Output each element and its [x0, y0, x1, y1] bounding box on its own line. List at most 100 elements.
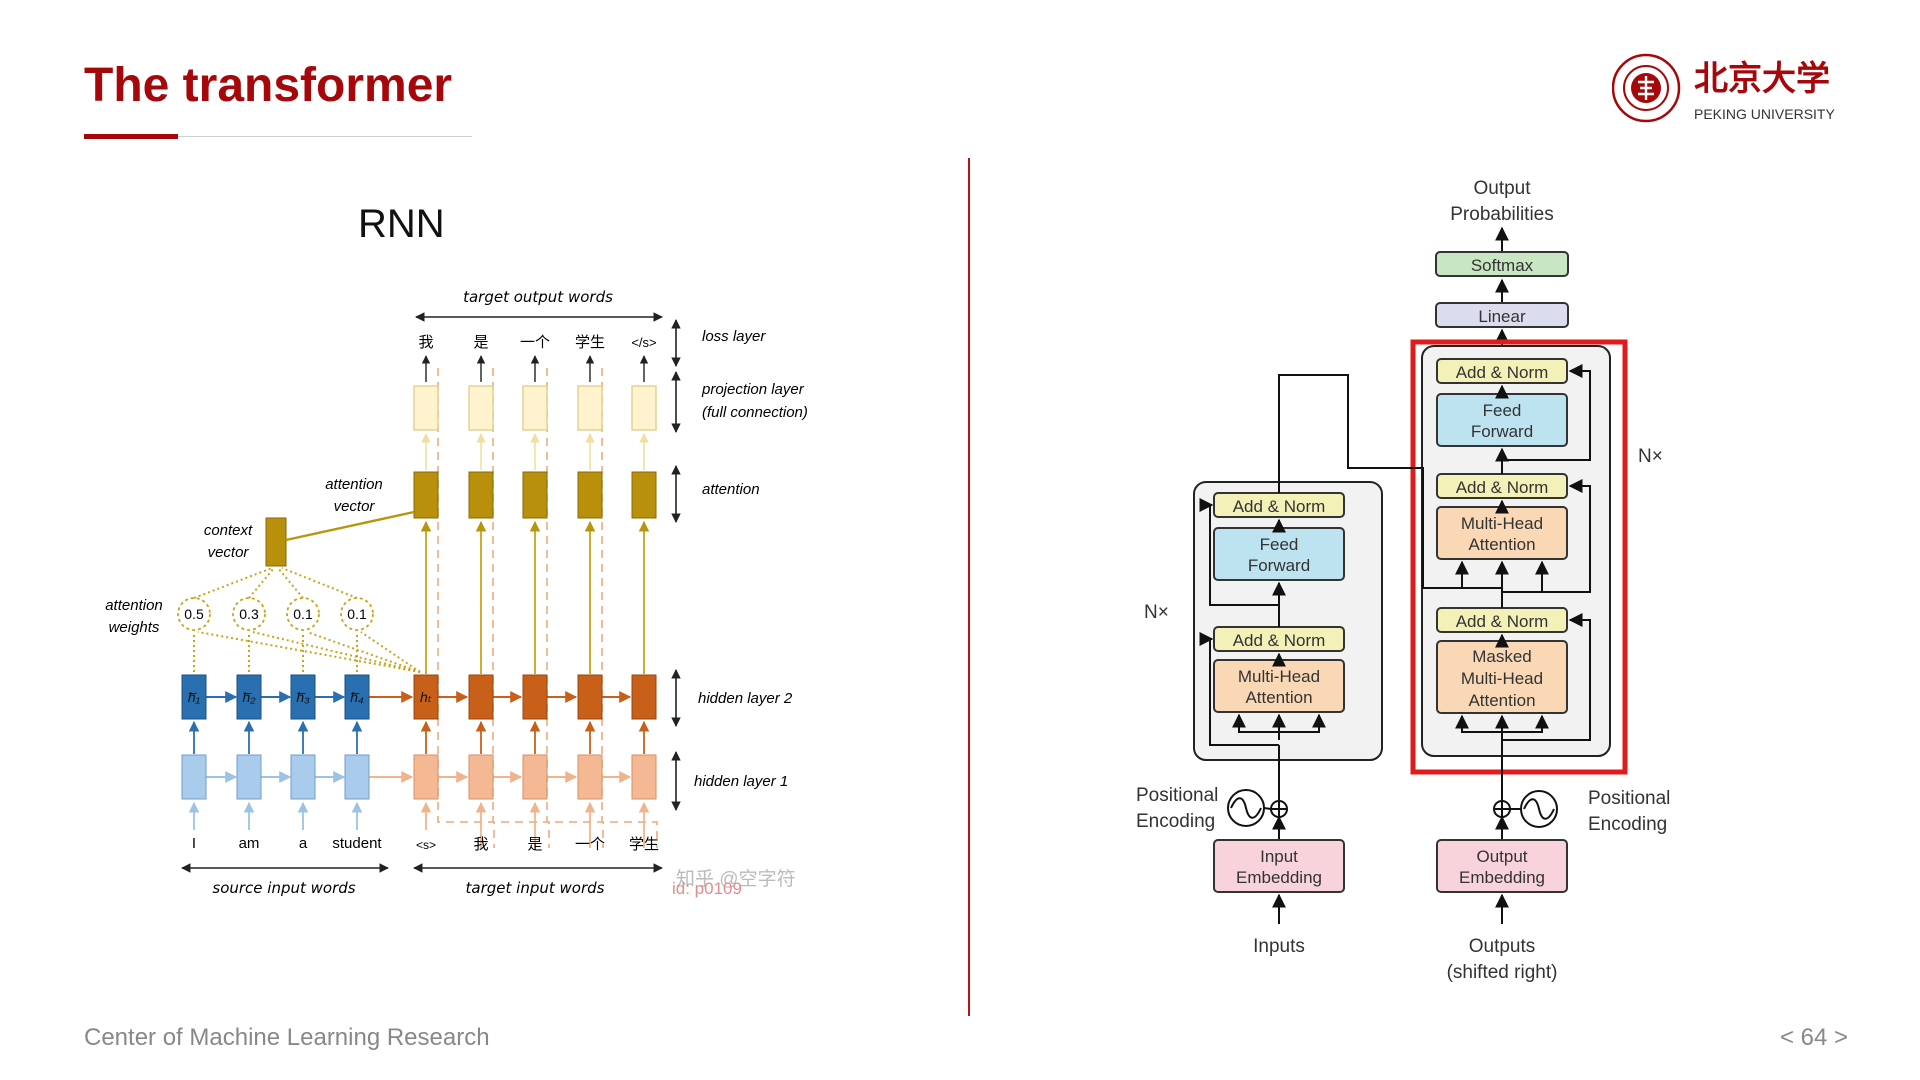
masked-mha-label: Multi-Head: [1461, 669, 1543, 688]
softmax-label: Softmax: [1471, 256, 1534, 275]
input-embedding-label: Embedding: [1236, 868, 1322, 887]
title-accent-bar: [84, 134, 178, 139]
softmax-block: [1435, 251, 1569, 277]
hidden-state-label: h̅₁: [188, 689, 201, 705]
target-output-word: 一个: [520, 334, 550, 351]
projection-layer-label: projection layer: [701, 381, 805, 398]
target-output-word: </s>: [631, 335, 656, 350]
decoder-hidden1-cell: [522, 754, 548, 800]
projection-cell: [631, 385, 657, 431]
attention-weights-label: attention: [105, 597, 163, 614]
decoder-hidden2-cell: [577, 674, 603, 720]
logo-cn-text: 北京大学: [1694, 59, 1830, 98]
attention-cell: [468, 471, 494, 519]
hidden-layer-1-label: hidden layer 1: [694, 773, 788, 790]
target-input-word: 我: [473, 836, 488, 853]
decoder-hidden1-cell: [631, 754, 657, 800]
output-embedding-label: Embedding: [1459, 868, 1545, 887]
attention-cell: [522, 471, 548, 519]
inputs-label: Inputs: [1253, 936, 1305, 957]
decoder-add-norm-label: Add & Norm: [1456, 478, 1549, 497]
hidden-state-label: h̅₂: [242, 689, 256, 705]
context-vector-cell: [265, 517, 287, 567]
attention-weights-label: weights: [109, 619, 160, 636]
target-output-header: target output words: [463, 288, 613, 306]
encoder-positional-encoding-label: Positional: [1136, 785, 1218, 806]
decoder-nx-label: N×: [1638, 446, 1663, 467]
attention-cell: [631, 471, 657, 519]
attention-vector-label: vector: [334, 498, 376, 515]
encoder-nx-label: N×: [1144, 602, 1169, 623]
projection-layer-label: (full connection): [702, 404, 808, 421]
output-embedding-label: Output: [1476, 847, 1527, 866]
encoder-add-norm-label: Add & Norm: [1233, 497, 1326, 516]
encoder-mha-label: Attention: [1245, 688, 1312, 707]
output-embedding-block: [1436, 839, 1568, 893]
context-vector-label: context: [204, 522, 253, 539]
decoder-highlight-box: [1410, 339, 1628, 775]
logo-en-text: PEKING UNIVERSITY: [1694, 106, 1835, 122]
attention-vector-label: attention: [325, 476, 383, 493]
attention-layer-label: attention: [702, 481, 760, 498]
projection-cell: [522, 385, 548, 431]
decoder-feed-forward-label: Forward: [1471, 422, 1533, 441]
watermark-id: id: p0109: [672, 879, 742, 898]
target-output-word: 我: [418, 334, 433, 351]
hidden-state-label: hₜ: [420, 689, 432, 705]
attention-weight: 0.3: [239, 606, 259, 622]
masked-mha-label: Masked: [1472, 647, 1532, 666]
attention-cell: [577, 471, 603, 519]
encoder-hidden1-cell: [181, 754, 207, 800]
output-probabilities-label: Probabilities: [1450, 204, 1554, 225]
loss-layer-label: loss layer: [702, 328, 766, 345]
page-number: < 64 >: [1779, 1024, 1848, 1051]
attention-weight: 0.1: [347, 606, 367, 622]
target-input-word: 一个: [575, 836, 605, 853]
attention-weight: 0.1: [293, 606, 313, 622]
decoder-positional-encoding-label: Encoding: [1588, 814, 1667, 835]
encoder-positional-encoding-label: Encoding: [1136, 811, 1215, 832]
target-output-word: 学生: [575, 334, 605, 351]
column-divider: [968, 158, 970, 1016]
encoder-feed-forward-label: Feed: [1260, 535, 1299, 554]
encoder-hidden1-cell: [290, 754, 316, 800]
hidden-layer-2-label: hidden layer 2: [698, 690, 793, 707]
source-input-word: I: [192, 835, 196, 852]
projection-cell: [468, 385, 494, 431]
masked-mha-label: Attention: [1468, 691, 1535, 710]
peking-university-logo: 北京大学 PEKING UNIVERSITY: [1612, 53, 1835, 123]
rnn-heading: RNN: [358, 202, 445, 246]
decoder-hidden2-cell: [468, 674, 494, 720]
encoder-mha-label: Multi-Head: [1238, 667, 1320, 686]
decoder-positional-encoding-label: Positional: [1588, 788, 1670, 809]
decoder-add-norm-block: [1436, 358, 1568, 384]
title-underline: [84, 136, 472, 137]
footer-text: Center of Machine Learning Research: [84, 1024, 490, 1051]
rnn-attention-diagram: target output words 我 是 一个 学生 </s>: [105, 288, 808, 898]
source-input-word: student: [332, 835, 382, 852]
linear-block: [1435, 302, 1569, 328]
encoder-hidden1-cell: [344, 754, 370, 800]
output-probabilities-label: Output: [1473, 178, 1531, 199]
projection-cell: [413, 385, 439, 431]
encoder-hidden2-cell: [236, 674, 262, 720]
input-embedding-block: [1213, 839, 1345, 893]
decoder-add-norm-label: Add & Norm: [1456, 363, 1549, 382]
encoder-hidden1-cell: [236, 754, 262, 800]
decoder-add-norm-label: Add & Norm: [1456, 612, 1549, 631]
watermark-text: 知乎 @空字符: [676, 868, 796, 890]
target-input-caption: target input words: [466, 879, 605, 897]
input-embedding-label: Input: [1260, 847, 1298, 866]
context-vector-label: vector: [208, 544, 250, 561]
projection-cell: [577, 385, 603, 431]
hidden-state-label: h̅₃: [296, 689, 310, 705]
outputs-label: (shifted right): [1447, 962, 1558, 983]
decoder-hidden1-cell: [577, 754, 603, 800]
outputs-label: Outputs: [1469, 936, 1536, 957]
decoder-mha-label: Attention: [1468, 535, 1535, 554]
linear-label: Linear: [1478, 307, 1526, 326]
page-title: The transformer: [84, 59, 453, 112]
encoder-hidden2-cell: [181, 674, 207, 720]
attention-cell: [413, 471, 439, 519]
encoder-hidden2-cell: [290, 674, 316, 720]
